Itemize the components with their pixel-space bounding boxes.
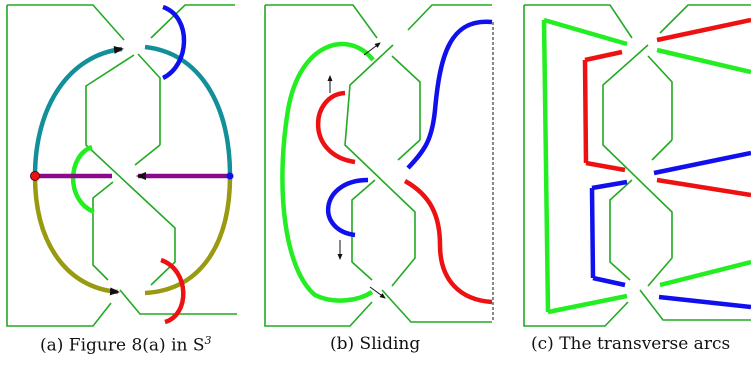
panel-a: [6, 4, 237, 327]
caption-a-text: (a) Figure 8(a) in S: [40, 335, 205, 356]
red-transverse-r1: [656, 17, 751, 43]
knot-diagram-c: [523, 4, 751, 327]
red-arc: [160, 257, 186, 325]
blue-transverse-r2: [658, 294, 751, 310]
blue-transverse-bottom: [592, 275, 626, 288]
knot-diagram-a: [6, 4, 237, 327]
green-slide-arc: [280, 42, 375, 303]
panel-b: [264, 4, 494, 327]
olive-arc-right: [144, 175, 233, 296]
red-transverse-left: [582, 59, 589, 164]
green-transverse-r2: [659, 259, 751, 288]
knot-diagram-b: [264, 4, 492, 327]
blue-dot: [226, 172, 234, 180]
blue-arc: [161, 4, 187, 81]
green-transverse-top: [543, 17, 628, 47]
red-dot: [30, 171, 40, 181]
red-transverse-top: [584, 49, 623, 63]
slide-arrow-4: [369, 286, 386, 299]
caption-c: (c) The transverse arcs: [531, 334, 731, 354]
blue-transverse-left: [589, 187, 596, 279]
green-transverse-bottom: [547, 293, 628, 315]
teal-arc-right: [144, 44, 233, 177]
red-transverse-r2: [656, 177, 751, 198]
olive-arc: [32, 175, 120, 296]
blue-slide-arc-lower: [326, 177, 369, 238]
caption-a-superscript: 3: [204, 334, 212, 347]
slide-arrow-1: [363, 42, 381, 56]
green-transverse-r1: [656, 47, 751, 75]
blue-transverse-r1: [653, 150, 751, 176]
caption-b: (b) Sliding: [330, 334, 421, 354]
teal-arc: [32, 45, 124, 177]
caption-a: (a) Figure 8(a) in S3: [40, 334, 212, 356]
red-slide-arc-upper: [315, 90, 356, 165]
blue-transverse-top: [591, 179, 628, 191]
green-arc: [71, 144, 96, 215]
green-transverse-left: [541, 19, 551, 313]
blue-long-arc: [406, 19, 493, 170]
red-long-arc: [403, 179, 493, 305]
red-transverse-bottom: [585, 160, 626, 173]
panel-c: [523, 4, 751, 327]
